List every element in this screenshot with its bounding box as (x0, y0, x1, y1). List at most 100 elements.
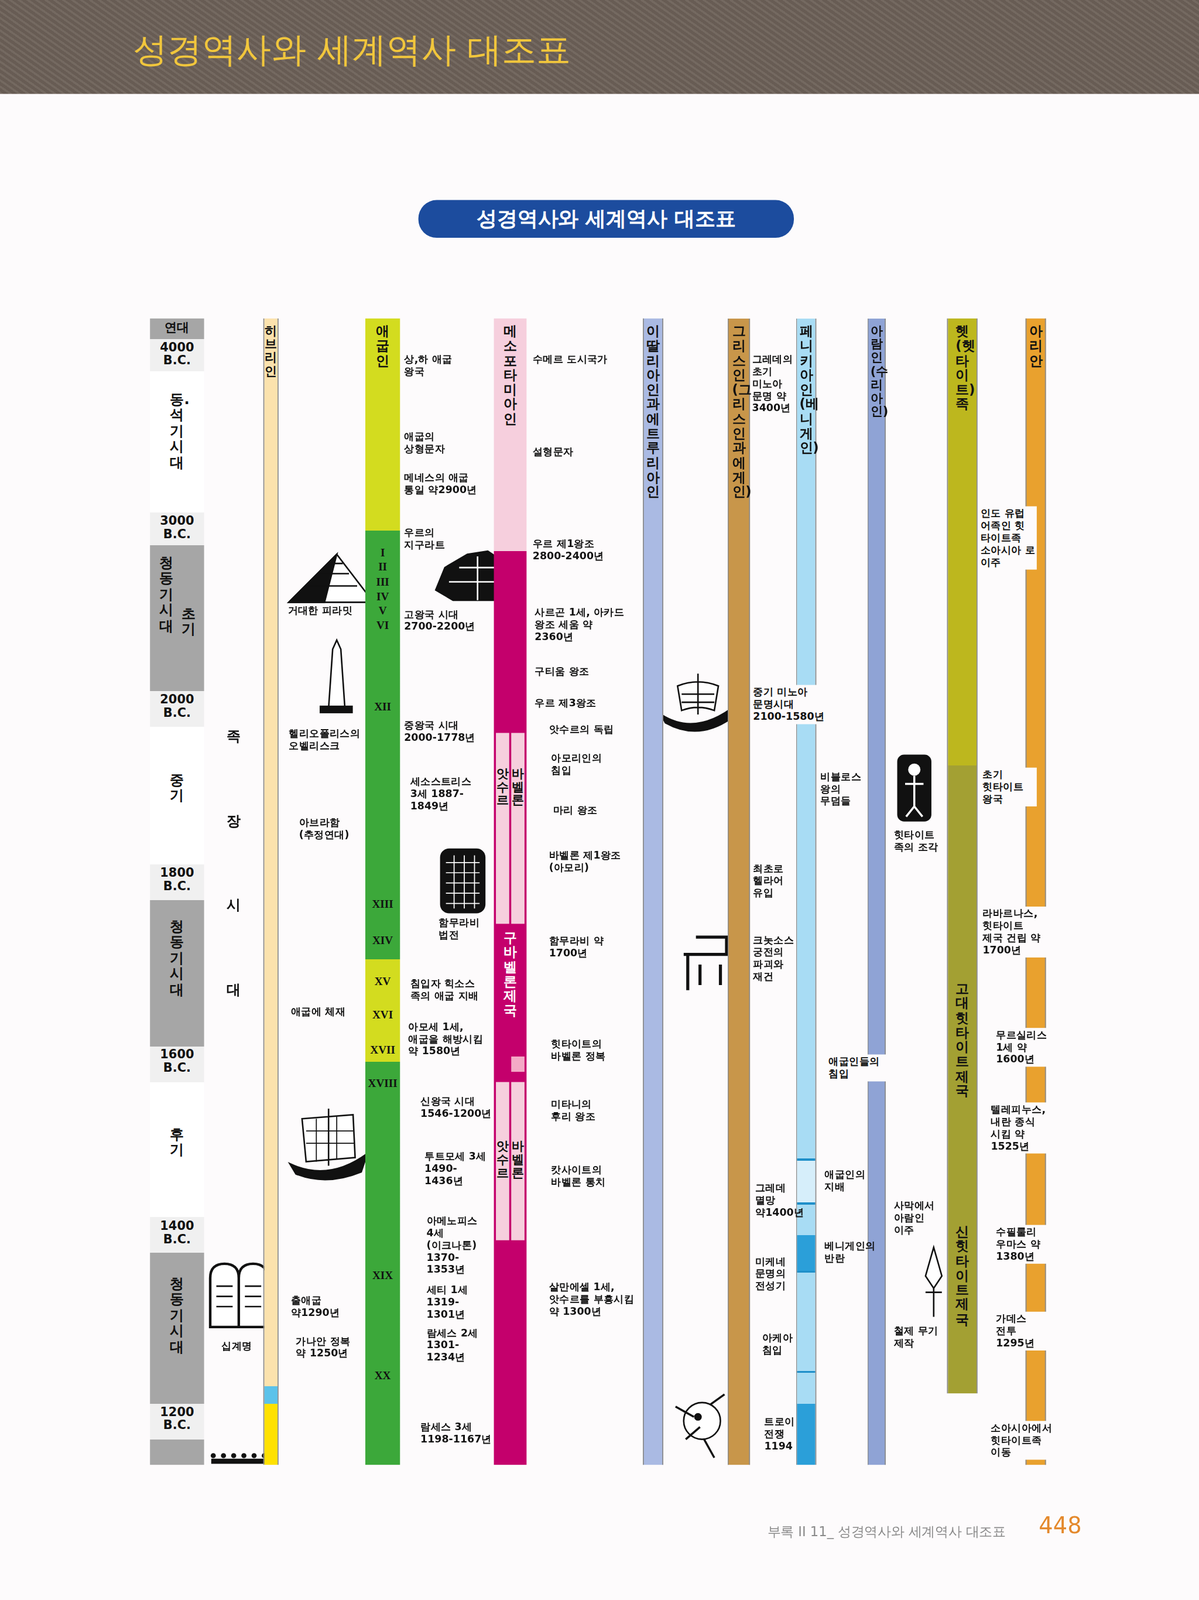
aryan-bar: 아리안 (1025, 318, 1047, 1465)
vertical-label: 바벨론 (511, 767, 524, 808)
italy-bar: 이딸리아인과 에트루리아인 (642, 318, 664, 1465)
vertical-label: 그리스인(그리스인과 에게인) (732, 324, 746, 500)
phoenicia-bar: 페니키아인(베니게인) (796, 318, 817, 1465)
dynasty-numeral: XX (374, 1367, 392, 1383)
dynasty-numeral: XIII (371, 895, 393, 911)
node-label: 1200 B.C. (154, 1405, 200, 1433)
annotation-text: 바벨론 제1왕조 (아모리) (549, 848, 636, 874)
greece-bar: 그리스인(그리스인과 에게인) (727, 318, 750, 1465)
annotation-text: 힛타이트 족의 조각 (893, 828, 948, 853)
vertical-label: 청동기시대 (169, 1275, 184, 1355)
node-label: 1400 B.C. (154, 1219, 200, 1247)
annotation-text: 최초로 헬라어 유입 (752, 862, 796, 900)
node-label: 연대 (149, 321, 204, 335)
footer-text: 448 (1038, 1512, 1082, 1540)
annotation-text: 애굽에 체재 (290, 1005, 363, 1018)
annotation-text: 함무라비 법전 (438, 916, 485, 941)
annotation-text: 소아시아에서 힛타이트족 이동 (989, 1420, 1060, 1459)
node-label: 1800 B.C. (154, 866, 200, 894)
annotation-text: 상,하 애굽 왕국 (403, 353, 464, 378)
annotation-text: 아모리인의 침입 (550, 752, 608, 777)
annotation-text: 세소스트리스 3세 1887-1849년 (410, 775, 488, 813)
vertical-label: 앗수르 (496, 767, 509, 808)
dynasty-numeral: XIX (372, 1267, 393, 1283)
vertical-label: 구바벨론 제국 (503, 930, 517, 1019)
dynasty-numeral: XIV (372, 932, 393, 948)
annotation-text: 텔레피누스, 내란 종식 시킴 약 1525년 (989, 1101, 1056, 1153)
annotation-text: 수필룰리 우마스 약 1380년 (994, 1224, 1057, 1264)
dynasty-numeral: XVI (372, 1006, 393, 1022)
dynasty-numeral: I II III IV V VI (375, 545, 389, 633)
vertical-label: 이딸리아인과 에트루리아인 (646, 324, 660, 500)
annotation-text: 거대한 피라밋 (288, 604, 380, 617)
annotation-text: 우르 제1왕조 2800-2400년 (532, 538, 630, 563)
dynasty-numeral: XV (374, 973, 392, 989)
vertical-label: 신힛타이트 제국 (955, 1224, 969, 1327)
node-label: 2000 B.C. (154, 692, 200, 720)
annotation-text: 애굽의 상형문자 (403, 430, 455, 456)
annotation-text: 헬리오폴리스의 오벨리스크 (288, 727, 362, 753)
annotation-text: 애굽인들의 침입 (827, 1053, 887, 1081)
annotation-text: 아케아 침입 (762, 1331, 797, 1357)
vertical-label: 히브리인 (264, 324, 277, 379)
annotation-text: 그레데의 초기 미노아 문명 약 3400년 (752, 353, 796, 415)
annotation-text: 마리 왕조 (553, 803, 635, 817)
annotation-text: 설형문자 (532, 446, 635, 459)
annotation-text: 침입자 힉소스 족의 애굽 지배 (410, 977, 491, 1003)
vertical-label: 초기 (181, 605, 196, 638)
vertical-label: 중기 (169, 772, 184, 804)
annotation-text: 출애굽 약1290년 (290, 1293, 348, 1319)
title-pill: 성경역사와 세계역사 대조표 (418, 200, 794, 238)
annotation-text: 중왕국 시대 2000-1778년 (403, 719, 478, 745)
annotation-text: 미타니의 후리 왕조 (550, 1097, 613, 1123)
annotation-text: 그레데 멸망 약1400년 (755, 1181, 797, 1219)
vertical-label: 아리안 (1029, 324, 1043, 369)
vertical-label: 헷(헷타이트)족 (955, 324, 969, 413)
node-label: 1600 B.C. (154, 1047, 200, 1075)
annotation-text: 무르실리스 1세 약 1600년 (994, 1027, 1061, 1067)
annotation-text: 구티움 왕조 (534, 665, 632, 678)
annotation-text: 앗수르의 독립 (549, 723, 636, 736)
annotation-text: 라바르나스, 힛타이트 제국 건립 약 1700년 (981, 906, 1048, 958)
annotation-text: 수메르 도시국가 (532, 353, 635, 366)
annotation-text: 트로이 전쟁 1194 (764, 1415, 795, 1453)
annotation-text: 비블로스 왕의 무덤들 (820, 770, 866, 808)
annotation-text: 베니게인의 반란 (824, 1239, 868, 1265)
annotation-text: 아모세 1세, 애굽을 해방시킴 약 1580년 (408, 1020, 490, 1058)
annotation-text: 사막에서 아람인 이주 (893, 1199, 944, 1236)
mesopotamia-bar: 메소포타미아인앗수르바벨론구바벨론 제국앗수르바벨론 (494, 318, 527, 1465)
vertical-label: 바벨론 (511, 1139, 524, 1181)
annotation-text: 가나안 정복 약 1250년 (295, 1334, 363, 1360)
annotation-text: 아브라함 (추정연대) (299, 816, 363, 841)
annotation-text: 투트모세 3세 1490-1436년 (424, 1149, 495, 1187)
annotation-text: 크놋소스 궁전의 파괴와 재건 (752, 933, 796, 983)
vertical-label: 동.석기시대 (169, 391, 184, 471)
annotation-text: 철제 무기 제작 (893, 1324, 940, 1349)
node-label: 4000 B.C. (154, 340, 200, 368)
annotation-text: 고왕국 시대 2700-2200년 (403, 608, 478, 633)
annotation-text: 가데스 전투 1295년 (994, 1311, 1048, 1351)
vertical-label: 애굽인 (375, 324, 390, 369)
vertical-label: 청동기시대 (159, 555, 174, 634)
annotation-text: 초기 힛타이트 왕국 (981, 767, 1037, 807)
annotation-text: 람세스 2세 1301-1234년 (426, 1326, 491, 1364)
annotation-text: 인도 유럽 어족인 힛 타이트족 소아시아 로 이주 (979, 506, 1037, 570)
node-label: 3000 B.C. (154, 514, 200, 541)
vertical-label: 앗수르 (496, 1139, 509, 1181)
footer-text: 부록 II 11_ 성경역사와 세계역사 대조표 (767, 1523, 1006, 1540)
egypt-bar: 애굽인I II III IV V VIXIIXIIIXIVXVXVIXVIIXV… (365, 318, 400, 1465)
annotation-text: 람세스 3세 1198-1167년 (420, 1420, 492, 1445)
annotation-text: 힛타이트의 바벨론 정복 (550, 1038, 618, 1063)
page-title: 성경역사와 세계역사 대조표 (132, 26, 572, 74)
annotation-text: 중기 미노아 문명시대 2100-1580년 (752, 684, 826, 724)
annotation-text: 우르 제3왕조 (534, 696, 632, 709)
node-label: 성경역사와 세계역사 대조표 (476, 204, 736, 233)
vertical-label: 후기 (169, 1126, 184, 1159)
annotation-text: 우르의 지구라트 (403, 526, 458, 551)
annotation-text: 세티 1세 1319-1301년 (426, 1283, 491, 1321)
annotation-text: 신왕국 시대 1546-1200년 (420, 1094, 492, 1120)
annotation-text: 십계명 (221, 1340, 263, 1353)
annotation-text: 메네스의 애굽 통일 약2900년 (403, 471, 478, 496)
dynasty-numeral: XVII (370, 1042, 396, 1057)
